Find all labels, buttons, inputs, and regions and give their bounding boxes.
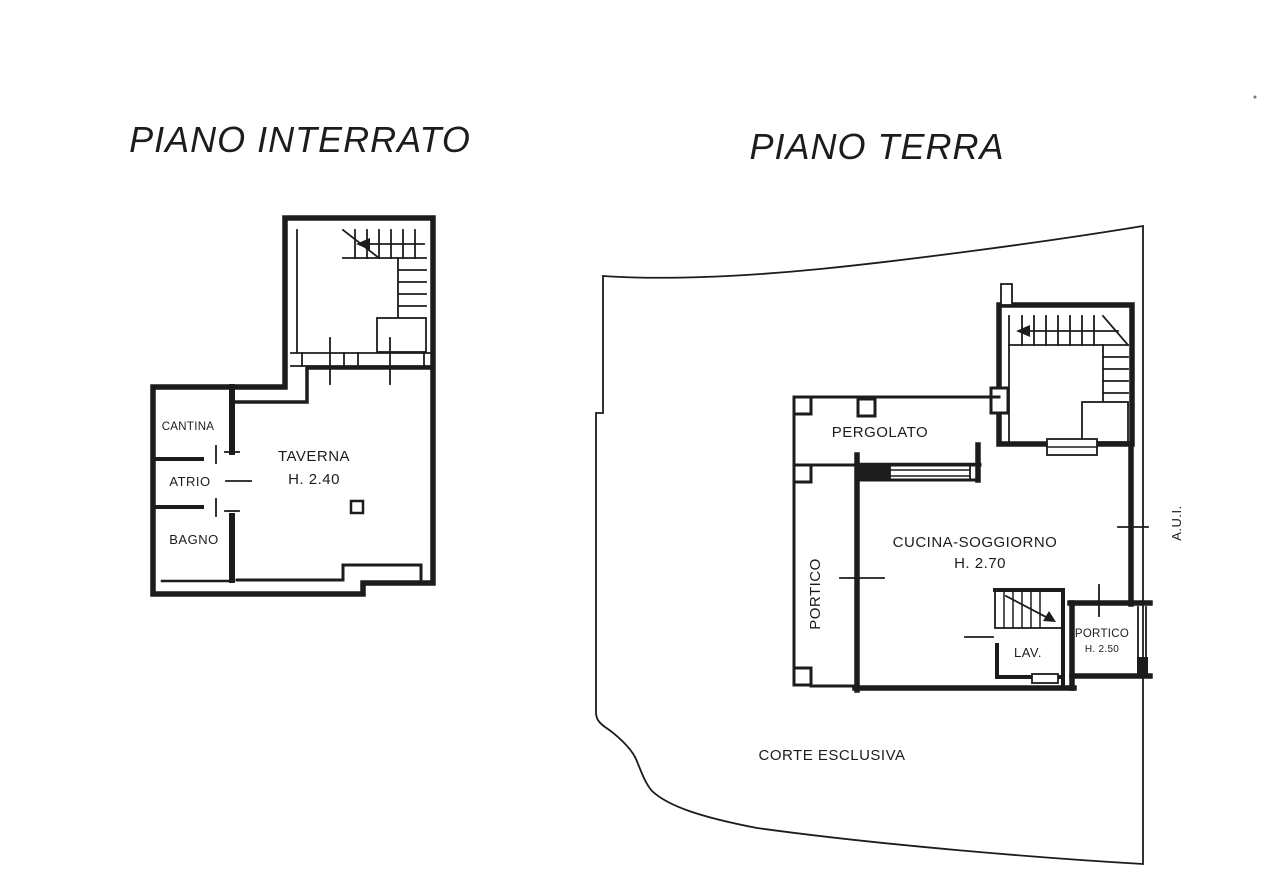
- label-cucina-height: H. 2.70: [954, 555, 1006, 572]
- pergolato-pillar: [792, 395, 813, 416]
- ground-floor-staircase: [1008, 314, 1130, 444]
- pergolato-pillar: [856, 397, 877, 418]
- stair-direction-arrow-icon: [1043, 611, 1056, 622]
- pergolato-structure: [792, 395, 1001, 485]
- stair-direction-arrow-icon: [1016, 325, 1030, 337]
- stairwell-west-pillar: [989, 386, 1010, 415]
- label-bagno: BAGNO: [169, 532, 218, 547]
- lav-threshold: [1031, 673, 1059, 684]
- lot-boundary: [595, 224, 1144, 865]
- label-atrio: ATRIO: [169, 474, 210, 489]
- scan-speck: [1253, 95, 1257, 99]
- right-plan-title: PIANO TERRA: [749, 126, 1004, 167]
- portico-west-structure: [792, 481, 859, 688]
- label-taverna: TAVERNA: [278, 448, 350, 465]
- label-cucina-soggiorno: CUCINA-SOGGIORNO: [893, 534, 1058, 551]
- opening-ticks: [839, 526, 1149, 659]
- stair-direction-arrow-icon: [356, 238, 370, 250]
- stair-landing: [376, 317, 427, 353]
- atrio-door-marks: [215, 445, 252, 517]
- label-corte-esclusiva: CORTE ESCLUSIVA: [759, 747, 906, 764]
- right-plan: PERGOLATO PORTICO CUCINA-SOGGIORNO H. 2.…: [595, 224, 1184, 865]
- label-portico-east-height: H. 2.50: [1085, 644, 1119, 655]
- taverna-pillar: [349, 499, 365, 515]
- label-cantina: CANTINA: [162, 421, 215, 433]
- label-portico-east: PORTICO: [1075, 628, 1129, 640]
- portico-pillar: [792, 666, 813, 687]
- basement-staircase: [296, 228, 427, 353]
- taverna-floor-step: [235, 563, 423, 584]
- interior-staircase-lav: [964, 588, 1065, 690]
- portico-east-corner-block: [1137, 657, 1148, 676]
- label-aui: A.U.I.: [1169, 505, 1184, 541]
- stairwell-stub: [1000, 283, 1013, 306]
- north-windows: [855, 438, 1098, 482]
- taverna-upper-wall: [230, 366, 433, 404]
- stair-landing: [1081, 401, 1129, 443]
- left-plan-interior-walls: [153, 366, 433, 584]
- label-pergolato: PERGOLATO: [832, 424, 928, 441]
- label-lav: LAV.: [1014, 645, 1042, 660]
- label-portico-west: PORTICO: [807, 558, 824, 630]
- pergolato-pillar: [792, 463, 813, 484]
- taverna-north-windows: [290, 337, 431, 385]
- left-plan: CANTINA ATRIO BAGNO TAVERNA H. 2.40: [150, 215, 436, 597]
- label-taverna-height: H. 2.40: [288, 471, 340, 488]
- left-plan-title: PIANO INTERRATO: [129, 119, 471, 160]
